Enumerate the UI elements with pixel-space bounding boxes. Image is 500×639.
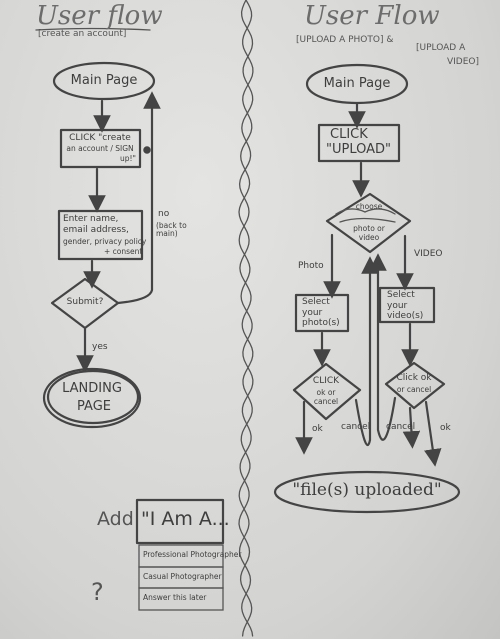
right-flow-title: User Flow (304, 1, 440, 31)
right-click-upload-box (317, 123, 401, 163)
left-click-line3: up!" (120, 154, 136, 163)
left-landing-line1: LANDING (62, 381, 122, 396)
right-select-photo-line2: your (302, 308, 323, 318)
left-enter-line2: email address, (63, 225, 129, 235)
right-choose-diamond (325, 192, 412, 254)
left-click-signup-box (59, 128, 142, 169)
right-photo-label: Photo (298, 261, 324, 271)
right-select-photo-box (294, 293, 350, 333)
right-click-ok-line3: cancel (313, 397, 339, 406)
left-enter-details-box (57, 209, 144, 261)
iam-option-3: Answer this later (143, 593, 207, 602)
left-flow-subtitle: [create an account] (38, 29, 127, 39)
question-mark: ? (91, 578, 104, 606)
left-enter-line3: gender, privacy policy (63, 237, 147, 246)
left-no-loop-arrow (116, 91, 161, 305)
iam-option-1: Professional Photographer (143, 550, 242, 559)
right-choose-scribble (335, 208, 396, 223)
left-click-line2: an account / SIGN (66, 144, 134, 153)
right-choose-line2: photo or (353, 224, 385, 233)
center-divider-strand-b (238, 0, 254, 637)
left-title-underline (35, 27, 151, 31)
left-landing-page-oval (42, 367, 142, 429)
left-enter-line4: + consent (104, 247, 143, 256)
right-cancel-right-label: cancel (386, 422, 416, 432)
right-cancel-left-loop (354, 256, 379, 447)
right-ok-mid-arrow (402, 406, 421, 449)
left-flow-title: User flow (36, 1, 163, 31)
left-click-handle (143, 146, 151, 154)
right-click-ok2-line2: or cancel (396, 385, 432, 394)
iam-option-2: Casual Photographer (143, 572, 222, 581)
right-click-ok2-line1: Click ok (396, 373, 432, 383)
right-subtitle-line2: [UPLOAD A (416, 43, 466, 53)
iam-header-box (135, 498, 225, 545)
right-cancel-right-loop (369, 253, 397, 441)
right-click-ok-line2: ok or (316, 388, 336, 397)
right-click-ok-diamond (292, 362, 362, 421)
right-select-video-line1: Select (387, 290, 415, 300)
left-submit-label: Submit? (66, 297, 104, 307)
left-click-line1: CLICK "create (69, 133, 131, 143)
right-click-line2: "UPLOAD" (326, 142, 391, 157)
right-ok-left-label: ok (312, 424, 323, 434)
right-choose-line3: video (358, 233, 380, 242)
left-enter-line1: Enter name, (63, 214, 119, 224)
iam-label: "I Am A... (141, 508, 230, 530)
right-ok-right-arrow (424, 400, 442, 467)
right-select-photo-line1: Select (302, 297, 330, 307)
center-divider-strand-a (238, 0, 254, 637)
left-main-page-label: Main Page (70, 73, 138, 88)
right-click-ok-line1: CLICK (312, 376, 340, 386)
left-landing-line2: PAGE (77, 399, 111, 414)
right-select-video-line2: your (387, 301, 408, 311)
right-choose-line1: choose (355, 202, 383, 211)
add-label: Add (97, 508, 134, 530)
iam-option-box-3 (138, 587, 224, 611)
left-yes-label: yes (92, 342, 108, 352)
left-back-label: (back to main) (156, 221, 187, 238)
right-uploaded-oval (273, 470, 461, 514)
right-click-line1: CLICK (330, 127, 368, 142)
right-video-label: VIDEO (414, 249, 443, 259)
right-select-video-line3: video(s) (387, 311, 424, 321)
right-main-page-label: Main Page (323, 76, 391, 91)
right-click-ok2-diamond (384, 361, 446, 410)
left-no-label: no (158, 209, 170, 219)
right-subtitle-line1: [UPLOAD A PHOTO] & (296, 35, 394, 45)
right-select-video-box (378, 286, 436, 324)
right-subtitle-line3: VIDEO] (447, 57, 480, 67)
right-cancel-left-label: cancel (341, 422, 371, 432)
right-uploaded-label: "file(s) uploaded" (292, 480, 442, 500)
right-ok-right-label: ok (440, 423, 451, 433)
right-select-photo-line3: photo(s) (302, 318, 340, 328)
left-main-page-oval (52, 61, 156, 101)
